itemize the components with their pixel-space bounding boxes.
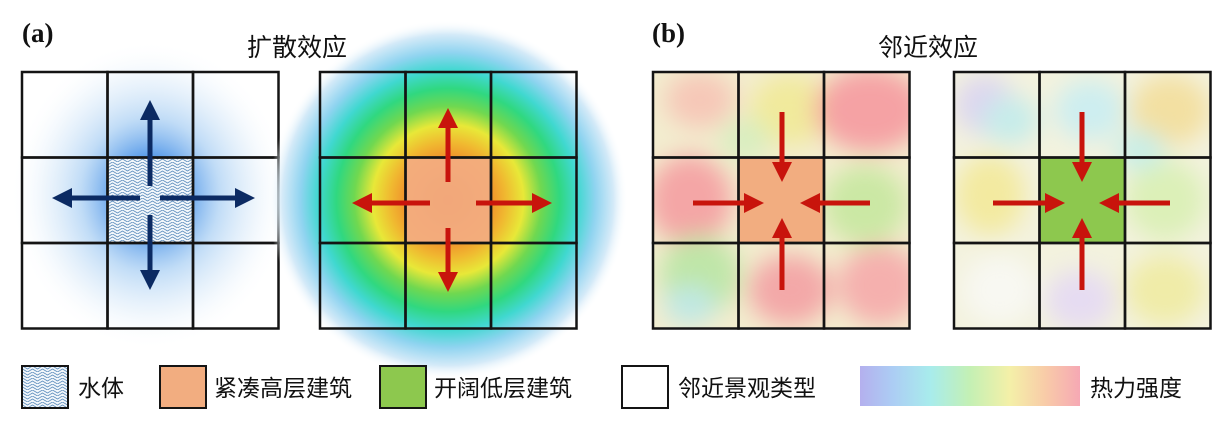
panel-b-label: (b) (652, 18, 685, 48)
heat-blob (653, 155, 732, 245)
heat-blob (750, 75, 830, 145)
legend-swatch-water (21, 365, 69, 409)
heat-blob (1055, 80, 1125, 140)
heat-blob (664, 285, 716, 325)
legend-label-water: 水体 (78, 376, 124, 402)
grid-cell (822, 241, 911, 330)
heat-blob (1045, 270, 1115, 329)
panel-b-left (651, 70, 911, 330)
legend-heat-intensity-colorbar (860, 366, 1080, 406)
heat-blob (962, 255, 1038, 325)
legend-swatch-compact-highrise (159, 365, 207, 409)
heat-blob (720, 118, 770, 162)
center-cell-open-lowrise (1039, 157, 1125, 243)
legend-label-heat-intensity: 热力强度 (1090, 376, 1182, 402)
legend-label-adjacent-landscape: 邻近景观类型 (678, 376, 816, 402)
legend-label-compact-highrise: 紧凑高层建筑 (214, 376, 352, 402)
panel-a-left (10, 40, 290, 350)
panel-b-title: 邻近效应 (878, 33, 978, 62)
panel-a-label: (a) (22, 18, 53, 48)
heat-blob (955, 155, 1025, 235)
legend-label-open-lowrise: 开阔低层建筑 (434, 376, 572, 402)
heat-blob (1115, 130, 1165, 170)
panel-a-title: 扩散效应 (247, 33, 347, 62)
legend-swatch-open-lowrise (379, 365, 427, 409)
heat-blob (1130, 75, 1210, 145)
legend-swatch-adjacent-landscape (621, 365, 669, 409)
heat-blob (748, 255, 832, 325)
grid-cell (1123, 241, 1212, 330)
center-cell-compact-highrise (738, 157, 824, 243)
heat-blob (665, 72, 735, 128)
grid-cell (191, 241, 280, 330)
legend: 水体 紧凑高层建筑 开阔低层建筑 邻近景观类型 热力强度 (21, 365, 1182, 409)
grid-cell (489, 241, 578, 330)
heat-blob (1125, 255, 1205, 325)
panel-b-right (952, 70, 1212, 330)
panel-a-right (268, 20, 628, 380)
heat-blob (838, 245, 910, 325)
heat-blob (1125, 160, 1205, 240)
heat-blob (982, 96, 1038, 144)
heat-blob (815, 72, 910, 152)
